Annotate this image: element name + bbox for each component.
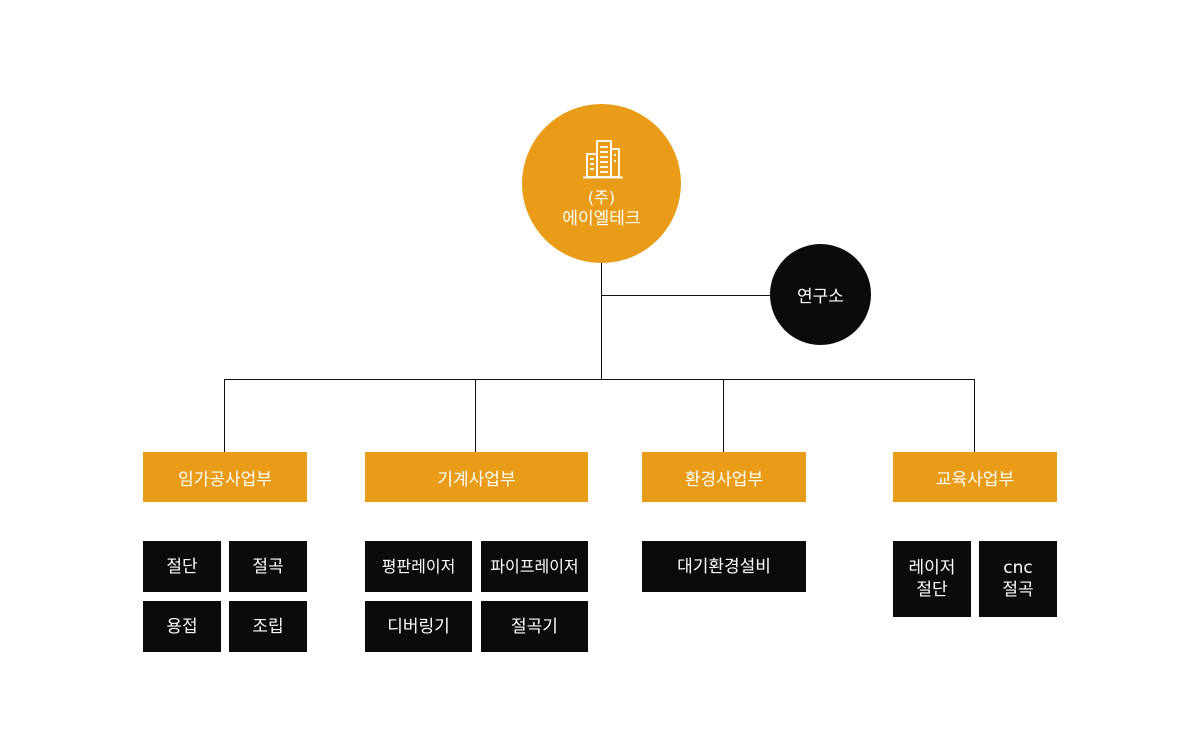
- company-node: (주) 에이엘테크: [522, 104, 681, 263]
- building-icon: [582, 140, 623, 179]
- item-cnc-bending: cnc 절곡: [979, 541, 1057, 617]
- dept-processing: 임가공사업부: [143, 452, 307, 502]
- connector-dept-4: [974, 379, 975, 452]
- item-flat-laser: 평판레이저: [365, 541, 472, 592]
- company-name-prefix: (주): [587, 188, 616, 207]
- lab-node: 연구소: [770, 244, 871, 345]
- item-cutting: 절단: [143, 541, 221, 592]
- item-deburring: 디버링기: [365, 601, 472, 652]
- connector-dept-2: [475, 379, 476, 452]
- item-laser-cutting: 레이저 절단: [893, 541, 971, 617]
- item-air-environment: 대기환경설비: [642, 541, 806, 592]
- connector-dept-3: [723, 379, 724, 452]
- dept-machinery: 기계사업부: [365, 452, 588, 502]
- dept-education: 교육사업부: [893, 452, 1057, 502]
- connector-lab: [601, 295, 773, 296]
- item-bending-machine: 절곡기: [481, 601, 588, 652]
- lab-label: 연구소: [797, 287, 844, 307]
- connector-root-down: [601, 262, 602, 380]
- connector-horizontal: [224, 379, 975, 380]
- item-pipe-laser: 파이프레이저: [481, 541, 588, 592]
- connector-dept-1: [224, 379, 225, 452]
- company-name: 에이엘테크: [562, 209, 641, 229]
- item-bending: 절곡: [229, 541, 307, 592]
- item-welding: 용접: [143, 601, 221, 652]
- item-assembly: 조립: [229, 601, 307, 652]
- dept-environment: 환경사업부: [642, 452, 806, 502]
